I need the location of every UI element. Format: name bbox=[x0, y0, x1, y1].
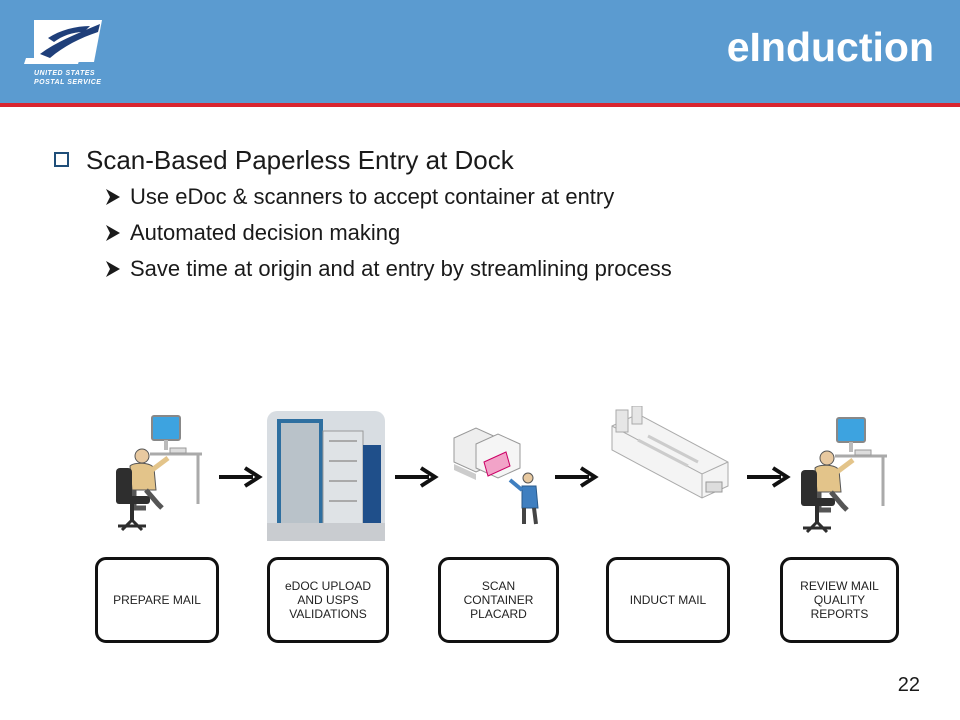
arrow-bullet-icon bbox=[106, 189, 120, 205]
page-title: eInduction bbox=[726, 24, 934, 70]
sorting-machine-icon bbox=[611, 406, 729, 499]
flow-arrow-icon bbox=[395, 466, 439, 488]
sub-bullet: Save time at origin and at entry by stre… bbox=[52, 255, 932, 291]
arrow-bullet-icon bbox=[106, 225, 120, 241]
logo-text-line1: UNITED STATES bbox=[34, 70, 96, 77]
sub-bullet: Use eDoc & scanners to accept container … bbox=[52, 183, 932, 219]
flow-arrow-icon bbox=[555, 466, 599, 488]
step-label: INDUCT MAIL bbox=[629, 593, 707, 607]
arrow-bullet-icon bbox=[106, 261, 120, 277]
step-label: PREPARE MAIL bbox=[113, 593, 201, 607]
flow-arrow-icon bbox=[219, 466, 263, 488]
square-bullet-icon bbox=[54, 152, 69, 167]
step-box-prepare-mail: PREPARE MAIL bbox=[95, 557, 219, 643]
usps-eagle-icon bbox=[24, 20, 102, 64]
sub-bullet-text: Automated decision making bbox=[130, 220, 401, 245]
person-at-computer-icon bbox=[116, 415, 202, 532]
header-band bbox=[0, 0, 960, 103]
step-label: REVIEW MAIL QUALITY REPORTS bbox=[800, 579, 879, 621]
step-box-review-reports: REVIEW MAIL QUALITY REPORTS bbox=[780, 557, 899, 643]
step-box-induct-mail: INDUCT MAIL bbox=[606, 557, 730, 643]
step-label: eDOC UPLOAD AND USPS VALIDATIONS bbox=[284, 579, 372, 621]
sub-bullet-text: Use eDoc & scanners to accept container … bbox=[130, 184, 615, 209]
step-box-edoc-upload: eDOC UPLOAD AND USPS VALIDATIONS bbox=[267, 557, 389, 643]
usps-logo: UNITED STATES POSTAL SERVICE bbox=[20, 14, 120, 88]
main-bullet: Scan-Based Paperless Entry at Dock bbox=[52, 143, 932, 183]
server-room-icon bbox=[267, 411, 385, 541]
sub-bullet-text: Save time at origin and at entry by stre… bbox=[130, 256, 672, 281]
bullet-list: Scan-Based Paperless Entry at Dock Use e… bbox=[52, 143, 932, 291]
person-at-computer-icon bbox=[801, 417, 887, 534]
flow-arrow-icon bbox=[747, 466, 791, 488]
header-rule bbox=[0, 103, 960, 107]
scan-pallet-icon bbox=[453, 427, 539, 525]
step-box-scan-placard: SCAN CONTAINER PLACARD bbox=[438, 557, 559, 643]
logo-text-line2: POSTAL SERVICE bbox=[34, 79, 102, 86]
main-bullet-text: Scan-Based Paperless Entry at Dock bbox=[86, 145, 514, 175]
sub-bullet: Automated decision making bbox=[52, 219, 932, 255]
step-label: SCAN CONTAINER PLACARD bbox=[463, 579, 534, 621]
page-number: 22 bbox=[897, 674, 920, 696]
